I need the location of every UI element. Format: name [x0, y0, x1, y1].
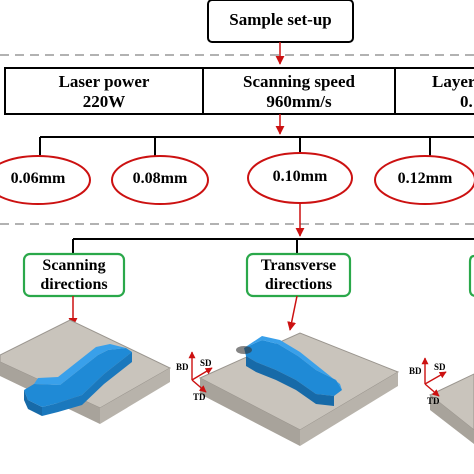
coordinate-axes-right	[421, 357, 447, 397]
scanning-directions-line1: Scanning	[42, 257, 106, 274]
transverse-directions-box	[245, 252, 352, 298]
sample-setup-title: Sample set-up	[229, 10, 332, 29]
hatch-label-2: 0.08mm	[132, 170, 188, 187]
scanning-speed-value: 960mm/s	[266, 92, 332, 111]
layer-value: 0.	[460, 92, 473, 111]
hatch-label-1: 0.06mm	[10, 170, 66, 187]
transverse-direction-specimen-illustration	[198, 332, 400, 446]
third-orientation-box-edge	[468, 254, 474, 297]
hatch-label-3: 0.10mm	[272, 168, 328, 185]
transverse-directions-line1: Transverse	[260, 257, 337, 274]
axis-label-td-middle: TD	[193, 392, 206, 402]
laser-power-value: 220W	[82, 92, 126, 111]
axis-label-sd-middle: SD	[200, 358, 212, 368]
axis-label-td-right: TD	[427, 396, 440, 406]
scanning-directions-line2: directions	[40, 276, 108, 293]
axis-label-sd-right: SD	[434, 362, 446, 372]
axis-label-bd-middle: BD	[176, 362, 189, 372]
hatch-ellipse-1	[0, 155, 91, 205]
hatch-ellipse-3	[247, 152, 353, 204]
third-specimen-illustration-partial	[429, 373, 474, 444]
axis-label-bd-right: BD	[409, 366, 422, 376]
layer-label: Layer	[432, 72, 474, 91]
hatch-ellipse-4	[374, 155, 474, 205]
hatch-label-4: 0.12mm	[397, 170, 453, 187]
laser-power-label: Laser power	[58, 72, 150, 91]
coordinate-axes-middle	[188, 351, 213, 393]
transverse-directions-line2: directions	[264, 276, 333, 293]
scanning-directions-box	[22, 252, 126, 298]
scanning-speed-label: Scanning speed	[243, 72, 355, 91]
transverse-arrow	[287, 295, 298, 331]
hatch-ellipse-2	[111, 155, 209, 205]
scanning-direction-specimen-illustration	[0, 319, 172, 424]
